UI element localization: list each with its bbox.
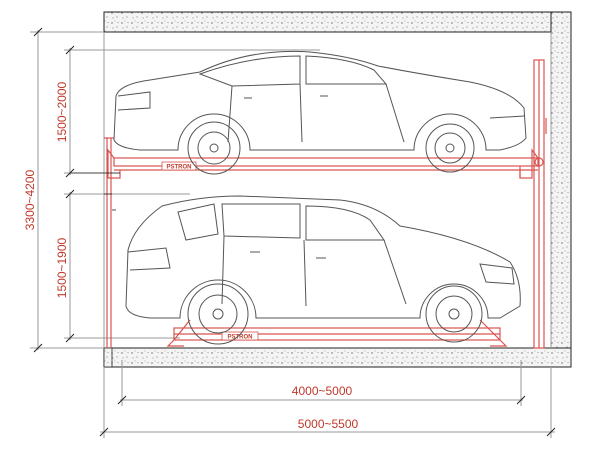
room-outline bbox=[103, 32, 552, 348]
dimension-upper-height bbox=[64, 45, 320, 178]
suv-car bbox=[125, 195, 521, 345]
platform-logo-lower: PSTRON bbox=[221, 331, 259, 341]
dimension-total-width bbox=[99, 367, 556, 438]
platform-logo-upper-text: PSTRON bbox=[166, 165, 191, 171]
total-height-label: 3300~4200 bbox=[23, 169, 37, 230]
ceiling-slab bbox=[103, 11, 572, 33]
total-width-label: 5000~5500 bbox=[298, 417, 359, 431]
platform-logo-lower-text: PSTRON bbox=[227, 335, 252, 341]
upper-height-label: 1500~2000 bbox=[55, 81, 69, 142]
platform-logo-upper: PSTRON bbox=[161, 161, 197, 171]
dimension-total-height bbox=[30, 27, 104, 353]
lower-height-label: 1500~1900 bbox=[55, 237, 69, 298]
concrete-walls bbox=[103, 11, 572, 368]
leader-lines bbox=[70, 172, 120, 211]
lift-structure bbox=[104, 59, 547, 349]
dimension-inner-width bbox=[117, 360, 526, 406]
inner-width-label: 4000~5000 bbox=[292, 384, 353, 398]
floor-slab bbox=[103, 347, 572, 368]
pit-wall-left bbox=[103, 347, 113, 368]
dimension-lower-height bbox=[64, 189, 190, 343]
sedan-car bbox=[113, 50, 527, 175]
right-wall bbox=[550, 11, 572, 368]
